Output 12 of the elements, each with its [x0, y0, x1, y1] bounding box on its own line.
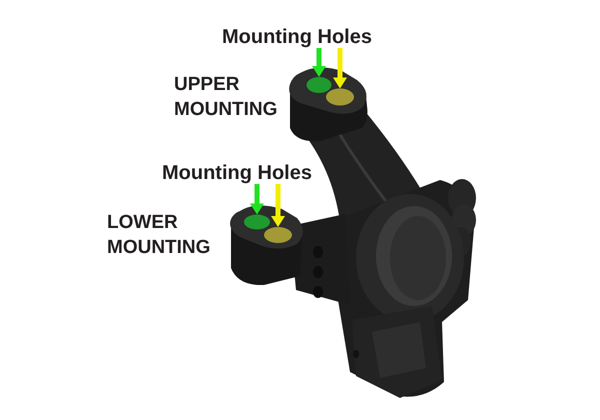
mounting-hole [264, 227, 292, 243]
callout-label: Mounting Holes [222, 26, 372, 48]
section-label: LOWER MOUNTING [107, 211, 212, 260]
callout-label: Mounting Holes [162, 162, 312, 184]
arrow [250, 184, 264, 214]
mounting-hole [244, 214, 270, 230]
arrow [312, 48, 326, 77]
arrow [333, 48, 347, 88]
section-label: UPPER MOUNTING [174, 73, 278, 122]
mounting-hole [326, 88, 354, 106]
arrow [271, 184, 285, 227]
mounting-hole [306, 77, 332, 93]
